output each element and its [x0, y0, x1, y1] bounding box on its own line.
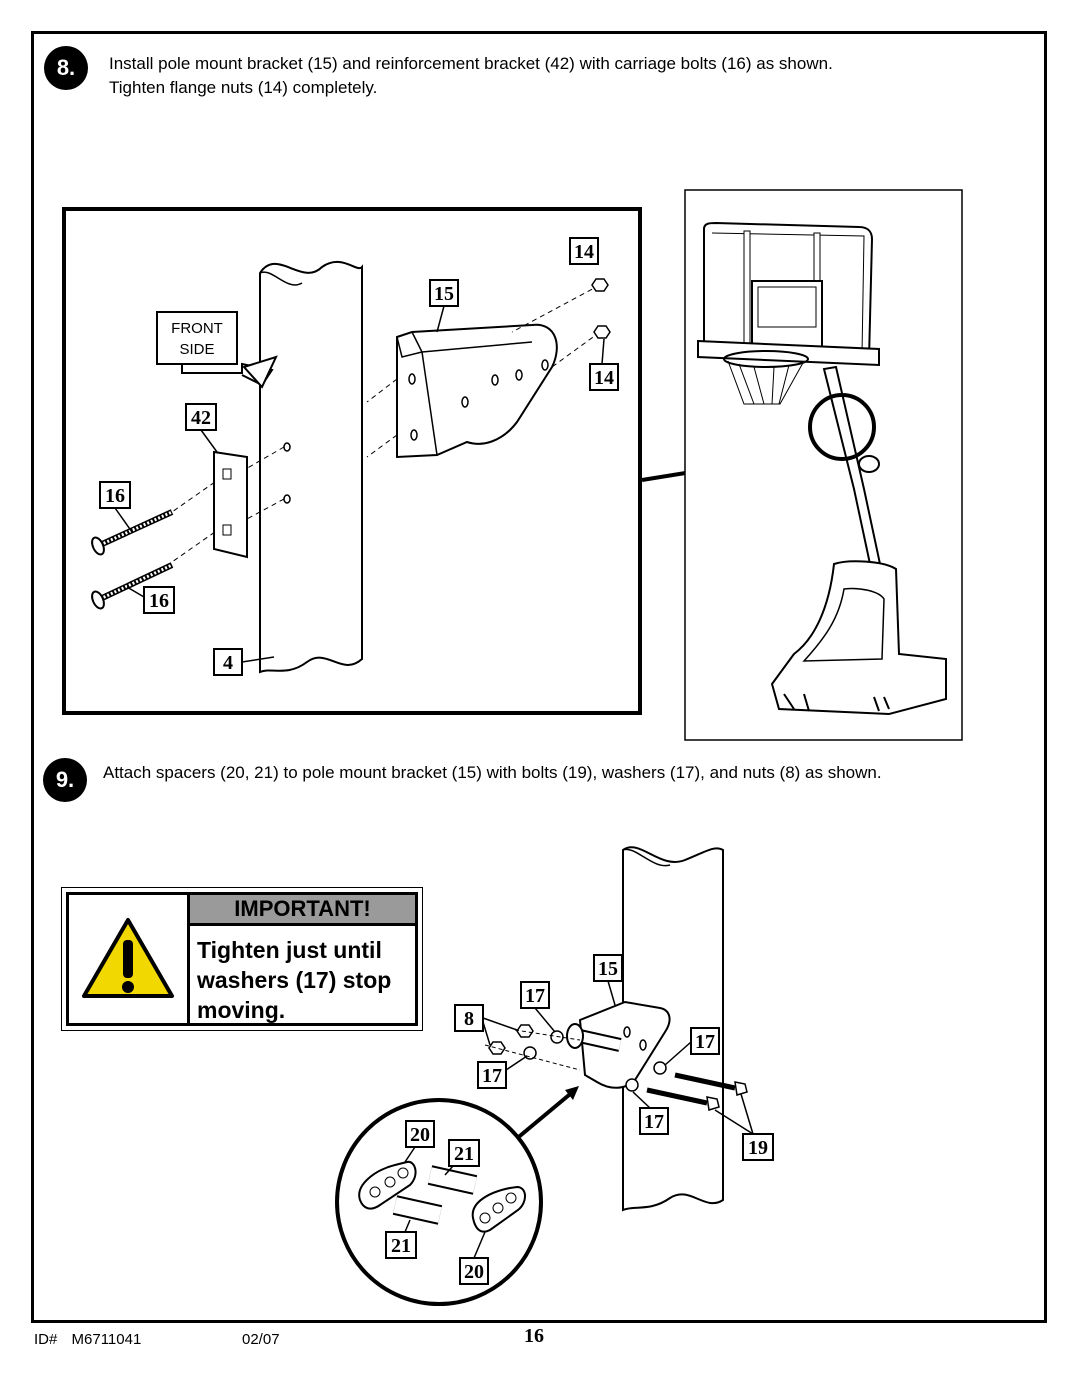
- pole-4: [259, 260, 363, 674]
- callout-21-bottom: 21: [391, 1235, 411, 1257]
- detail-circle: [808, 393, 876, 461]
- page-number: 16: [524, 1325, 544, 1347]
- callout-14-top: 14: [574, 241, 594, 263]
- callout-42: 42: [191, 407, 211, 429]
- callout-16-upper: 16: [105, 485, 125, 507]
- callout-17-right: 17: [695, 1031, 715, 1053]
- important-message: Tighten just until washers (17) stop mov…: [197, 935, 411, 1025]
- important-notice: IMPORTANT! Tighten just until washers (1…: [61, 887, 423, 1031]
- callout-20-top: 20: [410, 1124, 430, 1146]
- important-line-1: Tighten just until: [197, 937, 382, 963]
- callout-15: 15: [434, 283, 454, 305]
- footer-id: ID# M6711041: [34, 1331, 141, 1348]
- step-9-instructions: Attach spacers (20, 21) to pole mount br…: [103, 763, 882, 782]
- step-8-diagram: FRONT SIDE 14 15 14 42 16 16 4: [62, 207, 642, 715]
- callout-15-step-9: 15: [598, 958, 618, 980]
- callout-14-bottom: 14: [594, 367, 614, 389]
- important-heading: IMPORTANT!: [190, 895, 415, 926]
- important-line-2: washers (17) stop: [197, 967, 392, 993]
- important-line-3: moving.: [197, 997, 286, 1023]
- side-label: SIDE: [179, 341, 214, 358]
- page-frame: [31, 31, 1047, 1323]
- flange-nut-14-lower: [593, 325, 611, 339]
- front-label: FRONT: [171, 320, 223, 337]
- callout-21-top: 21: [454, 1143, 474, 1165]
- footer-id-value: M6711041: [71, 1331, 142, 1348]
- callout-17-left: 17: [482, 1065, 502, 1087]
- footer-date: 02/07: [242, 1331, 280, 1348]
- step-8-line-2: Tighten flange nuts (14) completely.: [109, 78, 378, 97]
- front-arrow-icon: [242, 355, 278, 389]
- callout-17-bottom: 17: [644, 1111, 664, 1133]
- step-9-badge: 9.: [43, 758, 87, 802]
- warning-icon-cell: [69, 895, 190, 1023]
- reinforcement-bracket-42: [213, 450, 248, 559]
- rim: [723, 350, 809, 368]
- flange-nut-14-upper: [591, 278, 609, 292]
- callout-17-top: 17: [525, 985, 545, 1007]
- basketball-system-overview: [684, 189, 963, 741]
- step-9-diagram: 15 17 8 17 17 17 19 20 21 21 20: [335, 846, 774, 1306]
- step-8-line-1: Install pole mount bracket (15) and rein…: [109, 54, 833, 73]
- pole-mount-bracket-15-step-9: [578, 1000, 671, 1089]
- footer-id-label: ID#: [34, 1331, 58, 1348]
- spacer-20-right: [471, 1185, 526, 1233]
- callout-16-lower: 16: [149, 590, 169, 612]
- callout-20-bottom: 20: [464, 1261, 484, 1283]
- step-8-instructions: Install pole mount bracket (15) and rein…: [109, 52, 833, 100]
- pole-mount-bracket-15: [396, 323, 558, 459]
- callout-19: 19: [748, 1137, 768, 1159]
- callout-8: 8: [464, 1008, 474, 1030]
- callout-4: 4: [223, 652, 233, 674]
- step-8-badge: 8.: [44, 46, 88, 90]
- warning-icon: [82, 918, 174, 998]
